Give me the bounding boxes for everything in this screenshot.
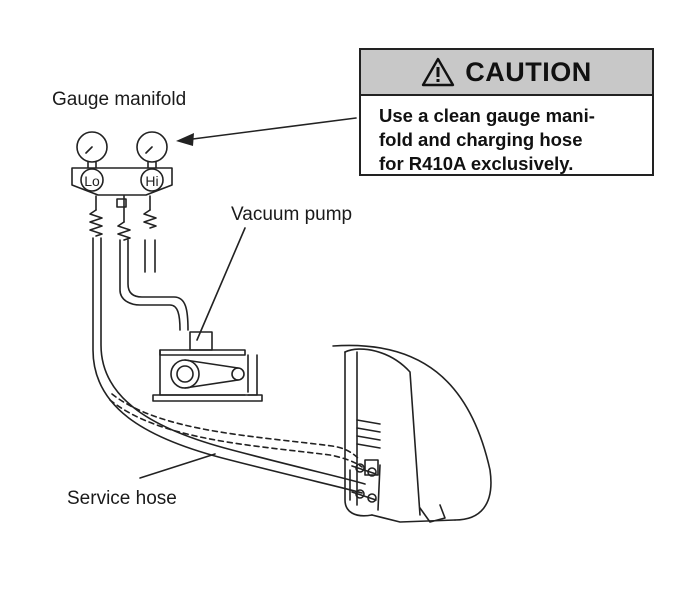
caution-text: Use a clean gauge mani- fold and chargin… xyxy=(361,96,652,176)
vacuum-pump xyxy=(152,331,263,402)
caution-box: CAUTION Use a clean gauge mani- fold and… xyxy=(359,48,654,176)
hoses xyxy=(92,237,366,494)
outdoor-unit xyxy=(332,344,492,523)
arrowhead-icon xyxy=(176,133,194,146)
warning-triangle-icon xyxy=(422,57,455,87)
service-hose-label: Service hose xyxy=(67,488,177,509)
caution-line: for R410A exclusively. xyxy=(379,153,574,174)
caution-title: CAUTION xyxy=(465,56,592,87)
gauge-manifold xyxy=(71,131,173,241)
caution-header: CAUTION xyxy=(361,50,652,96)
gauge-low-label: Lo xyxy=(84,173,100,189)
service-valves xyxy=(351,463,377,503)
gauge-high-label: Hi xyxy=(145,173,158,189)
caution-line: Use a clean gauge mani- xyxy=(379,105,595,126)
vacuum-pump-label: Vacuum pump xyxy=(231,204,353,225)
leader-lines xyxy=(139,117,357,479)
gauge-manifold-label: Gauge manifold xyxy=(52,89,187,110)
caution-line: fold and charging hose xyxy=(379,129,583,150)
